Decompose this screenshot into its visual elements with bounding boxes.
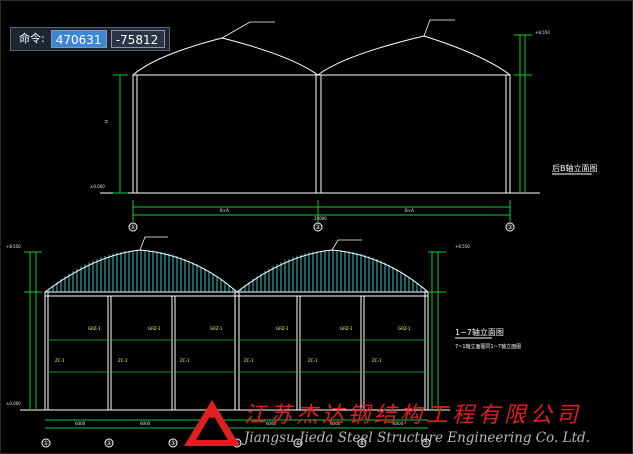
bottom-axis-label-2: ② — [106, 440, 112, 447]
svg-text:ZC-1: ZC-1 — [118, 358, 128, 363]
command-input-box[interactable]: 命令: 470631 -75812 — [10, 27, 170, 51]
bottom-elevation-title: 1~7轴立面图 — [455, 327, 504, 337]
bottom-bracing — [48, 339, 425, 373]
svg-text:GRZ-1: GRZ-1 — [148, 326, 161, 331]
svg-text:ZC-1: ZC-1 — [180, 358, 190, 363]
company-name-chinese: 江苏杰达钢结构工程有限公司 — [244, 403, 583, 428]
top-leaders — [221, 19, 455, 39]
svg-text:6000: 6000 — [330, 421, 341, 426]
svg-text:±0.000: ±0.000 — [90, 184, 105, 189]
top-small-labels: ±0.000 H +8.550 B×A B×A 24000 — [90, 30, 550, 221]
bottom-axis-label-7: ⑦ — [423, 440, 429, 447]
svg-text:±0.000: ±0.000 — [6, 401, 21, 406]
company-name-english: Jiangsu Jieda Steel Structure Engineerin… — [244, 430, 590, 446]
bottom-leaders — [139, 236, 362, 251]
svg-text:+8.550: +8.550 — [6, 244, 21, 249]
svg-text:6000: 6000 — [75, 421, 86, 426]
svg-text:6000: 6000 — [140, 421, 151, 426]
bottom-small-labels: GRZ-1 GRZ-1 GRZ-1 GRZ-1 GRZ-1 GRZ-1 ZC-1… — [55, 326, 411, 363]
svg-text:ZC-1: ZC-1 — [372, 358, 382, 363]
svg-text:6000: 6000 — [393, 421, 404, 426]
top-column-mid — [315, 74, 322, 194]
bottom-rafters — [48, 250, 426, 292]
bottom-axis-label-3: ③ — [170, 440, 175, 447]
svg-text:GRZ-1: GRZ-1 — [340, 326, 353, 331]
coordinate-y-field[interactable]: -75812 — [110, 30, 165, 48]
svg-text:ZC-1: ZC-1 — [55, 358, 65, 363]
svg-text:GRZ-1: GRZ-1 — [88, 326, 101, 331]
coordinate-x-field[interactable]: 470631 — [50, 30, 107, 48]
bottom-dimensions — [24, 251, 446, 429]
top-dimensions — [113, 34, 532, 222]
bottom-axis-label-5: ⑤ — [295, 440, 300, 447]
svg-text:+8.550: +8.550 — [455, 244, 470, 249]
bottom-axis-label-6: ⑥ — [359, 440, 364, 447]
svg-text:+8.550: +8.550 — [535, 30, 550, 35]
bottom-elevation-subtitle: 7~1轴立面图同1~7轴立面图 — [455, 343, 521, 350]
top-roof-right — [317, 35, 511, 76]
svg-text:24000: 24000 — [314, 216, 327, 221]
top-axis-bubbles — [128, 222, 515, 232]
svg-text:ZC-1: ZC-1 — [308, 358, 318, 363]
top-column-left — [132, 74, 138, 194]
svg-text:6000: 6000 — [266, 421, 277, 426]
company-logo — [184, 400, 240, 446]
top-axis-label-3: ③ — [507, 224, 512, 231]
top-axis-label-2: ② — [315, 224, 321, 231]
top-axis-label-1: ① — [130, 224, 135, 231]
bottom-roof-right — [236, 249, 429, 293]
logo-heart-icon — [207, 408, 217, 418]
svg-text:GRZ-1: GRZ-1 — [276, 326, 289, 331]
svg-text:H: H — [104, 120, 109, 123]
svg-text:ZC-1: ZC-1 — [244, 358, 254, 363]
svg-text:B×A: B×A — [405, 208, 414, 213]
top-column-right — [505, 74, 511, 194]
svg-text:B×A: B×A — [220, 208, 229, 213]
top-elevation — [100, 35, 540, 194]
bottom-axis-label-1: ① — [43, 440, 48, 447]
top-elevation-title: 后B轴立面图 — [552, 163, 598, 173]
command-label: 命令: — [19, 32, 45, 45]
bottom-elevation — [20, 249, 450, 411]
top-axis-labels: ① ② ③ — [130, 224, 512, 231]
svg-text:GRZ-1: GRZ-1 — [210, 326, 223, 331]
svg-text:GRZ-1: GRZ-1 — [398, 326, 411, 331]
